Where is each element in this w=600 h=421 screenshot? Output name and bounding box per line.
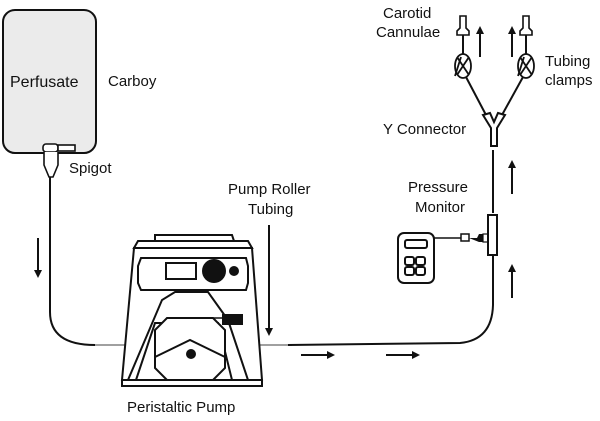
tubing-branch-left bbox=[465, 76, 487, 116]
tubing-branch-right bbox=[501, 76, 524, 116]
carboy-label: Carboy bbox=[108, 73, 157, 90]
tubing-inflow bbox=[49, 177, 130, 346]
tubing-clamp-left bbox=[454, 53, 472, 79]
pump-knob-large bbox=[202, 259, 226, 283]
spigot-label: Spigot bbox=[69, 160, 112, 177]
pump-display bbox=[165, 262, 197, 280]
pump-knob-small bbox=[229, 266, 239, 276]
y-connector bbox=[481, 111, 507, 147]
pump-roller-label-line2: Tubing bbox=[248, 201, 293, 218]
carotid-cannula-right bbox=[519, 15, 533, 36]
pressure-monitor bbox=[397, 232, 435, 284]
carotid-cannula-left bbox=[456, 15, 470, 36]
pressure-stopcock-icon bbox=[469, 234, 483, 242]
pressure-label-line1: Pressure bbox=[408, 179, 468, 196]
pump-rotor-hub bbox=[186, 349, 196, 359]
y-connector-label: Y Connector bbox=[383, 121, 466, 138]
perfusate-label: Perfusate bbox=[10, 74, 79, 91]
peristaltic-pump-label: Peristaltic Pump bbox=[127, 399, 235, 416]
t-connector bbox=[487, 214, 498, 256]
clamps-label-line2: clamps bbox=[545, 72, 593, 89]
pump-roller-label-line1: Pump Roller bbox=[228, 181, 311, 198]
peristaltic-pump bbox=[120, 234, 264, 387]
pressure-label-line2: Monitor bbox=[415, 199, 465, 216]
carotid-label-line2: Cannulae bbox=[376, 24, 440, 41]
tubing-outflow bbox=[287, 243, 494, 346]
tubing-clamp-right bbox=[517, 53, 535, 79]
pressure-connector bbox=[460, 233, 470, 242]
pump-clamp-lever bbox=[222, 314, 243, 325]
carotid-label-line1: Carotid bbox=[383, 5, 431, 22]
clamps-label-line1: Tubing bbox=[545, 53, 590, 70]
